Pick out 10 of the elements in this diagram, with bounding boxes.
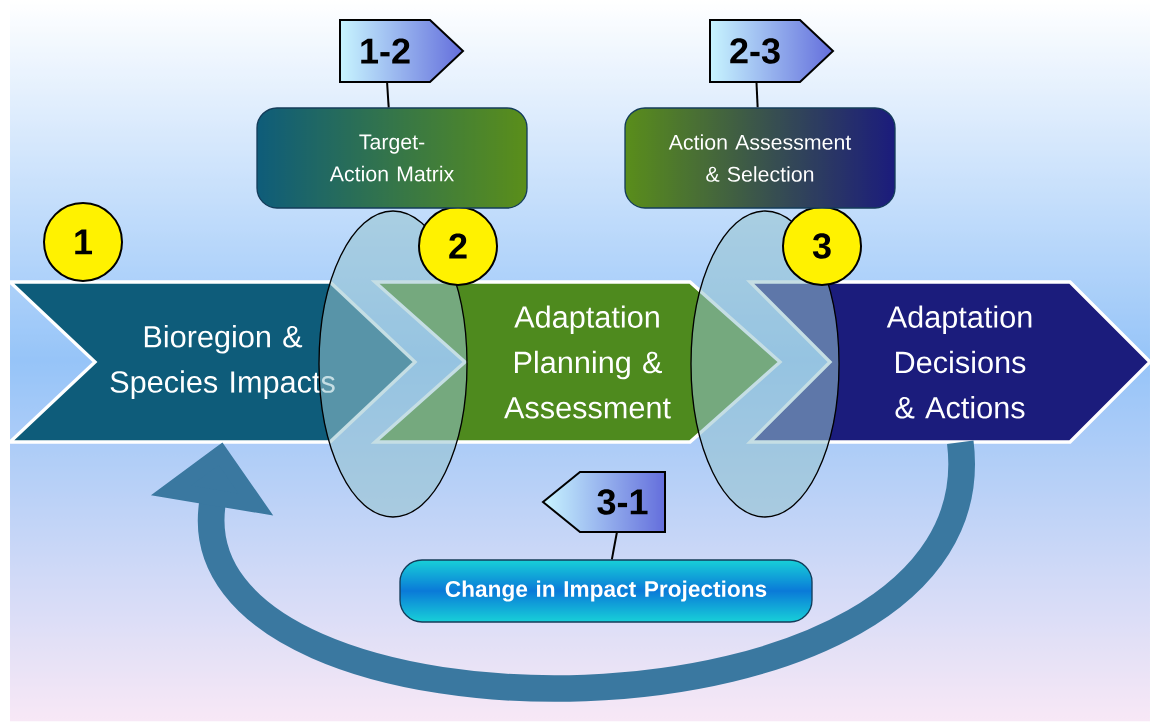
stage-band: Adaptation Decisions & Actions — [746, 280, 1150, 444]
process-box: Target-Action Matrix — [256, 107, 528, 209]
connector-line — [610, 531, 618, 561]
stage-band: Adaptation Planning & Assessment — [370, 280, 783, 444]
return-arrow — [150, 440, 974, 702]
connector-line — [386, 81, 390, 109]
process-box: Action Assessment & Selection — [624, 107, 896, 209]
process-box: Change in Impact Projections — [399, 559, 813, 623]
connector-line — [755, 81, 759, 109]
overlap-ellipse — [690, 210, 840, 518]
